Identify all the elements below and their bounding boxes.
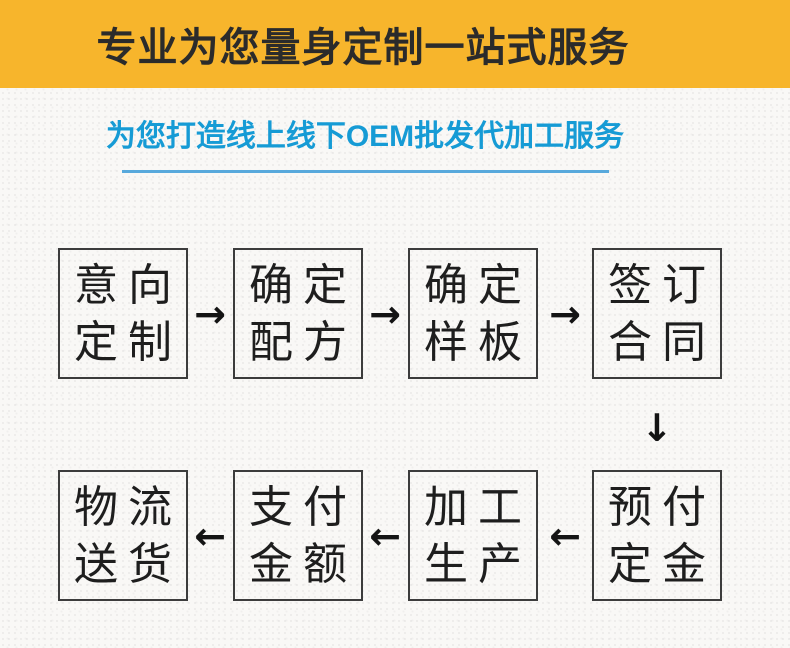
flow-step-6: 加工 生产 [408,470,538,601]
flow-step-3-line1: 确定 [424,260,532,310]
subtitle-underline [121,170,609,173]
flow-step-1-line1: 意向 [74,260,182,310]
flow-step-2: 确定 配方 [233,248,363,379]
flow-step-7-line2: 金额 [249,539,357,589]
flow-step-8-line2: 送货 [74,539,182,589]
arrow-left-icon: ← [549,514,581,558]
arrow-right-icon: → [369,292,401,336]
arrow-right-icon: → [549,292,581,336]
page-title: 专业为您量身定制一站式服务 [96,26,630,70]
subtitle-section: 为您打造线上线下OEM批发代加工服务 [0,118,730,173]
flow-step-6-line2: 生产 [424,539,532,589]
banner: 专业为您量身定制一站式服务 [0,0,790,88]
flow-step-5-line1: 预付 [608,482,716,532]
arrow-right-icon: → [194,292,226,336]
flow-step-1-line2: 定制 [74,317,182,367]
arrow-down-icon: ↓ [641,406,673,450]
flow-step-7-line1: 支付 [249,482,357,532]
flow-step-5-line2: 定金 [608,539,716,589]
flow-step-3-line2: 样板 [424,317,532,367]
flow-step-8: 物流 送货 [58,470,188,601]
flow-step-8-line1: 物流 [74,482,182,532]
flow-step-4: 签订 合同 [592,248,722,379]
arrow-left-icon: ← [369,514,401,558]
arrow-left-icon: ← [194,514,226,558]
flow-step-4-line1: 签订 [608,260,716,310]
flow-step-1: 意向 定制 [58,248,188,379]
flow-step-3: 确定 样板 [408,248,538,379]
flow-step-7: 支付 金额 [233,470,363,601]
subtitle: 为您打造线上线下OEM批发代加工服务 [105,120,625,153]
flow-step-6-line1: 加工 [424,482,532,532]
flow-step-5: 预付 定金 [592,470,722,601]
flow-step-2-line2: 配方 [249,317,357,367]
flow-step-2-line1: 确定 [249,260,357,310]
flow-step-4-line2: 合同 [608,317,716,367]
